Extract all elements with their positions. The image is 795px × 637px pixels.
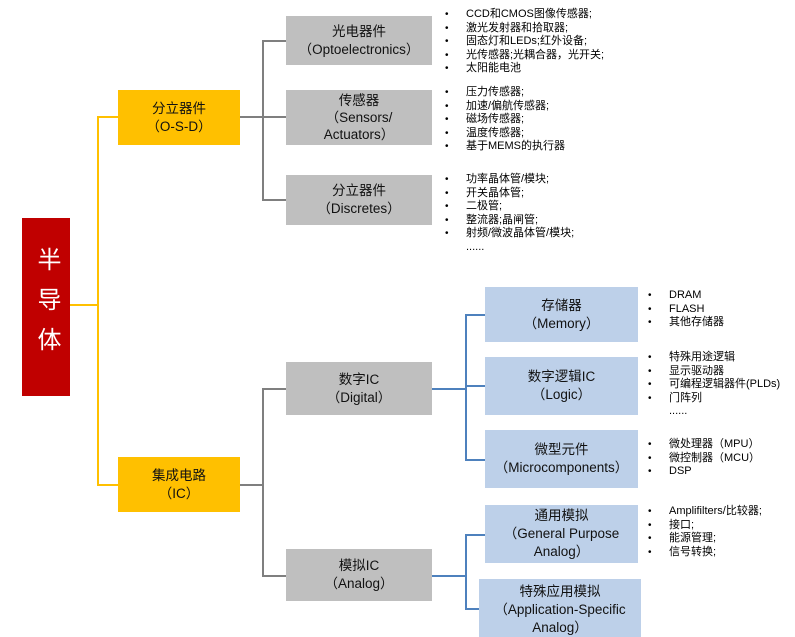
- connector-osd-vertical: [262, 40, 264, 201]
- bullet-list-sensors: •压力传感器;•加速/偏航传感器;•磁场传感器;•温度传感器;•基于MEMS的执…: [445, 86, 565, 153]
- connector-osd-to-discretes: [262, 199, 286, 201]
- connector-digital-to-logic: [465, 385, 485, 387]
- bullet-list-optoelectronics: •CCD和CMOS图像传感器;•激光发射器和拾取器;•固态灯和LEDs;红外设备…: [445, 8, 605, 75]
- connector-osd-trunk: [240, 116, 262, 118]
- node-microcomponents: 微型元件（Microcomponents）: [485, 430, 638, 488]
- root-label: 半导体: [33, 247, 60, 367]
- bullet-list-discretes: •功率晶体管/模块;•开关晶体管;•二极管;•整流器;晶闸管;•射频/微波晶体管…: [445, 173, 575, 253]
- node-logic: 数字逻辑IC（Logic）: [485, 357, 638, 415]
- connector-ic-trunk: [240, 484, 262, 486]
- node-osd: 分立器件（O-S-D）: [118, 90, 240, 145]
- connector-analog-to-gp: [465, 534, 485, 536]
- node-ic: 集成电路（IC）: [118, 457, 240, 512]
- connector-digital-to-memory: [465, 314, 485, 316]
- node-sensors: 传感器（Sensors/Actuators）: [286, 90, 432, 145]
- node-semiconductor-root: 半导体: [22, 218, 70, 396]
- bullet-list-memory: •DRAM•FLASH•其他存储器: [648, 289, 724, 329]
- node-memory: 存储器（Memory）: [485, 287, 638, 342]
- connector-analog-to-as: [465, 608, 485, 610]
- connector-root-to-osd: [97, 116, 118, 118]
- connector-digital-trunk: [432, 388, 465, 390]
- connector-ic-to-analog: [262, 575, 286, 577]
- bullet-list-logic: •特殊用途逻辑•显示驱动器•可编程逻辑器件(PLDs)•门阵列......: [648, 351, 781, 418]
- connector-ic-vertical: [262, 388, 264, 577]
- connector-digital-vertical: [465, 314, 467, 461]
- connector-osd-to-opto: [262, 40, 286, 42]
- node-discretes: 分立器件（Discretes）: [286, 175, 432, 225]
- node-optoelectronics: 光电器件（Optoelectronics）: [286, 16, 432, 65]
- connector-osd-to-sensors: [262, 116, 286, 118]
- connector-ic-to-digital: [262, 388, 286, 390]
- connector-root-trunk: [70, 304, 98, 306]
- bullet-list-general-purpose-analog: •Amplifilters/比较器;•接口;•能源管理;•信号转换;: [648, 505, 762, 558]
- connector-root-to-ic: [97, 484, 118, 486]
- connector-root-vertical: [97, 116, 99, 486]
- connector-analog-trunk: [432, 575, 465, 577]
- bullet-list-microcomponents: •微处理器（MPU）•微控制器（MCU）•DSP: [648, 438, 761, 478]
- connector-digital-to-micro: [465, 459, 485, 461]
- connector-analog-vertical: [465, 534, 467, 610]
- node-digital-ic: 数字IC（Digital）: [286, 362, 432, 415]
- node-analog-ic: 模拟IC（Analog）: [286, 549, 432, 601]
